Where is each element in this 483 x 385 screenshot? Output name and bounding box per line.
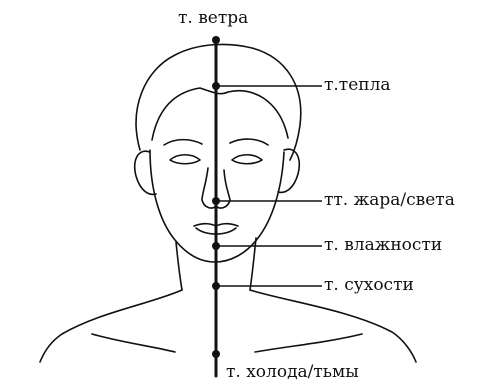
right-shoulder <box>250 290 416 362</box>
point-warmth-dot <box>212 82 220 90</box>
neck-left <box>176 242 182 290</box>
label-moisture: т. влажности <box>324 237 442 254</box>
point-moisture-dot <box>212 242 220 250</box>
left-eye <box>170 155 200 164</box>
label-warmth: т.тепла <box>324 77 391 94</box>
hair-outline <box>136 44 301 160</box>
left-collarbone <box>92 334 175 352</box>
label-heat-light: тт. жара/света <box>324 192 455 209</box>
hairline <box>152 88 288 140</box>
label-dryness: т. сухости <box>324 277 414 294</box>
point-dryness-dot <box>212 282 220 290</box>
right-ear <box>278 149 299 192</box>
right-eye <box>232 155 262 164</box>
label-cold-dark: т. холода/тьмы <box>226 364 359 381</box>
point-heat-light-dot <box>212 197 220 205</box>
left-eyebrow <box>164 140 202 145</box>
label-wind: т. ветра <box>178 10 248 27</box>
point-cold-dark-dot <box>212 350 220 358</box>
right-eyebrow <box>230 139 268 145</box>
right-collarbone <box>255 334 362 352</box>
left-shoulder <box>40 290 182 362</box>
point-wind-dot <box>212 36 220 44</box>
